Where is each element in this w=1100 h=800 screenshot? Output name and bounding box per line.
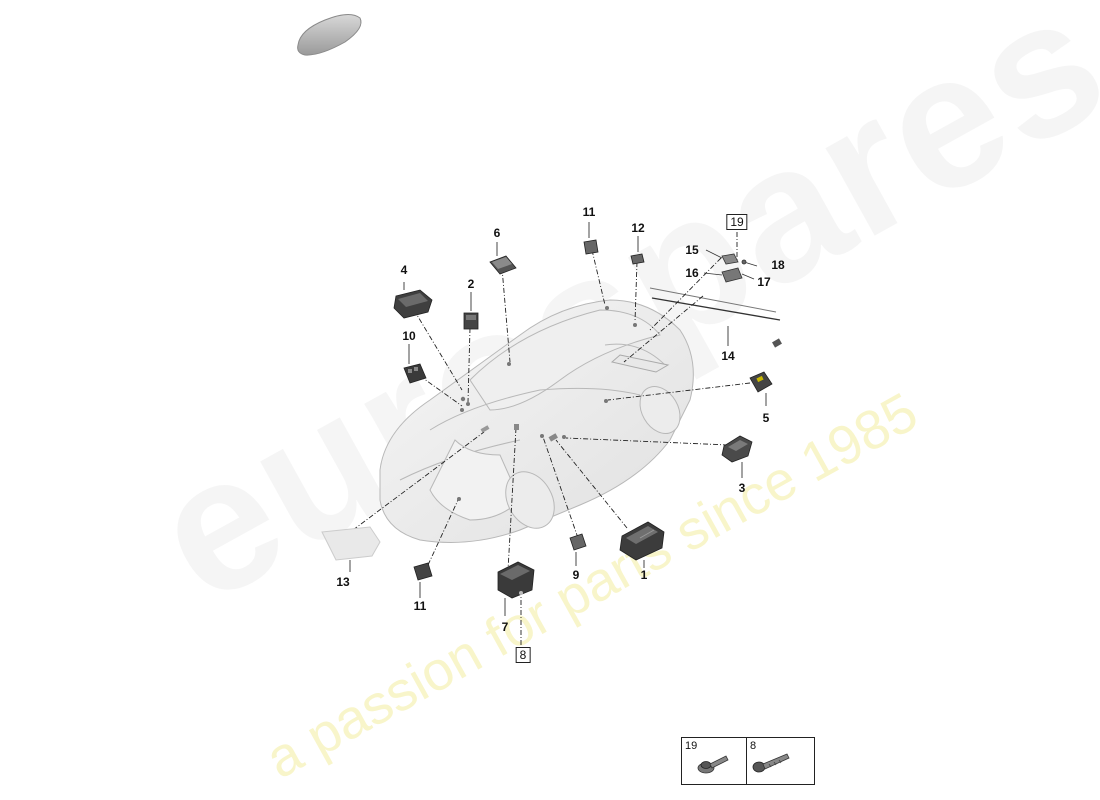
callout-11-bottom: 11 <box>413 599 427 613</box>
part-12-clip <box>630 236 645 265</box>
callout-18: 18 <box>771 258 785 272</box>
boxed-ref-8: 8 <box>515 647 531 663</box>
screw-icon <box>752 753 790 773</box>
part-1-switch-panel <box>619 521 665 568</box>
callout-13: 13 <box>336 575 350 589</box>
callout-5: 5 <box>762 411 770 425</box>
part-13-panel <box>321 526 381 572</box>
legend-cell-19: 19 <box>682 738 747 784</box>
fastener-legend: 19 8 <box>681 737 815 785</box>
part-2-switch <box>463 292 479 330</box>
callout-10: 10 <box>402 329 416 343</box>
part-11-bottom-clip <box>413 562 433 598</box>
rail-part-14 <box>649 287 782 348</box>
callout-9: 9 <box>572 568 580 582</box>
part-5-sensor <box>749 371 773 406</box>
callout-1: 1 <box>640 568 648 582</box>
windscreen-strip <box>610 354 670 373</box>
part-7-control-unit <box>497 561 535 616</box>
callout-11-top: 11 <box>582 205 596 219</box>
callout-16: 16 <box>685 266 699 280</box>
part-11-top-clip <box>583 222 599 255</box>
callout-12: 12 <box>631 221 645 235</box>
callout-2: 2 <box>467 277 475 291</box>
callout-7: 7 <box>501 620 509 634</box>
bolt-with-washer-icon <box>697 755 729 774</box>
car-thumbnail-icon <box>297 14 362 56</box>
part-3-sensor <box>721 435 753 478</box>
part-9-clip <box>569 533 587 566</box>
legend-number-19: 19 <box>685 740 698 752</box>
parts-15-18-bracket <box>703 249 758 283</box>
legend-cell-8: 8 <box>747 738 814 784</box>
car-body <box>379 299 694 543</box>
leader-lines <box>352 232 751 645</box>
part-6-sensor <box>489 242 517 275</box>
callout-3: 3 <box>738 481 746 495</box>
callout-6: 6 <box>493 226 501 240</box>
part-10-switch <box>403 344 427 384</box>
callout-14: 14 <box>721 349 735 363</box>
legend-number-8: 8 <box>750 740 757 752</box>
callout-15: 15 <box>685 243 699 257</box>
mount-points <box>457 306 637 501</box>
callout-17: 17 <box>757 275 771 289</box>
boxed-ref-19: 19 <box>726 214 748 230</box>
part-4-switch <box>393 282 433 319</box>
callout-4: 4 <box>400 263 408 277</box>
